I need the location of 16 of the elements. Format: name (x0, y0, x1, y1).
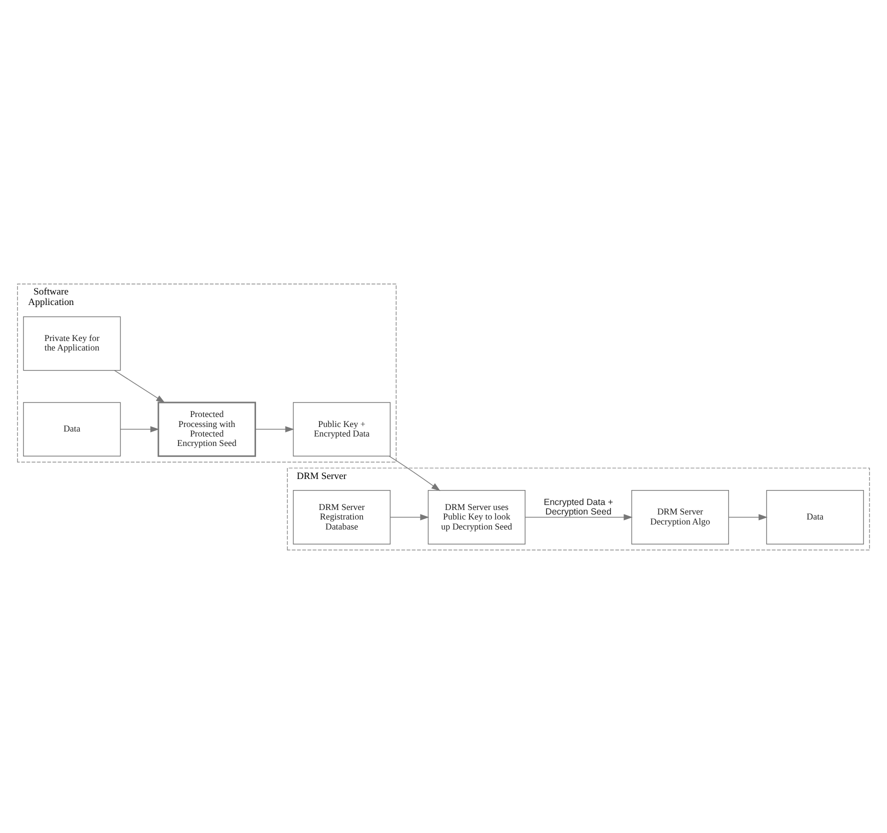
node-box: Data (23, 402, 121, 456)
node-box: DRM Server Decryption Algo (631, 490, 729, 544)
arrow (114, 370, 166, 402)
arrow (255, 426, 294, 432)
arrow (120, 426, 160, 432)
node-box: Protected Processing with Protected Encryption Seed (158, 401, 256, 456)
arrow (524, 514, 633, 520)
node-box: Private Key for the Application (23, 316, 121, 370)
node-box: Data (766, 490, 864, 544)
node-box: DRM Server Registration Database (292, 490, 391, 544)
node-box: DRM Server uses Public Key to look up Decryption Seed (428, 490, 526, 544)
node-box: Public Key + Encrypted Data (292, 402, 391, 456)
arrow (728, 514, 768, 520)
edge-label: Encrypted Data + Decryption Seed (544, 496, 614, 516)
arrow (388, 455, 440, 490)
arrow (390, 514, 430, 520)
